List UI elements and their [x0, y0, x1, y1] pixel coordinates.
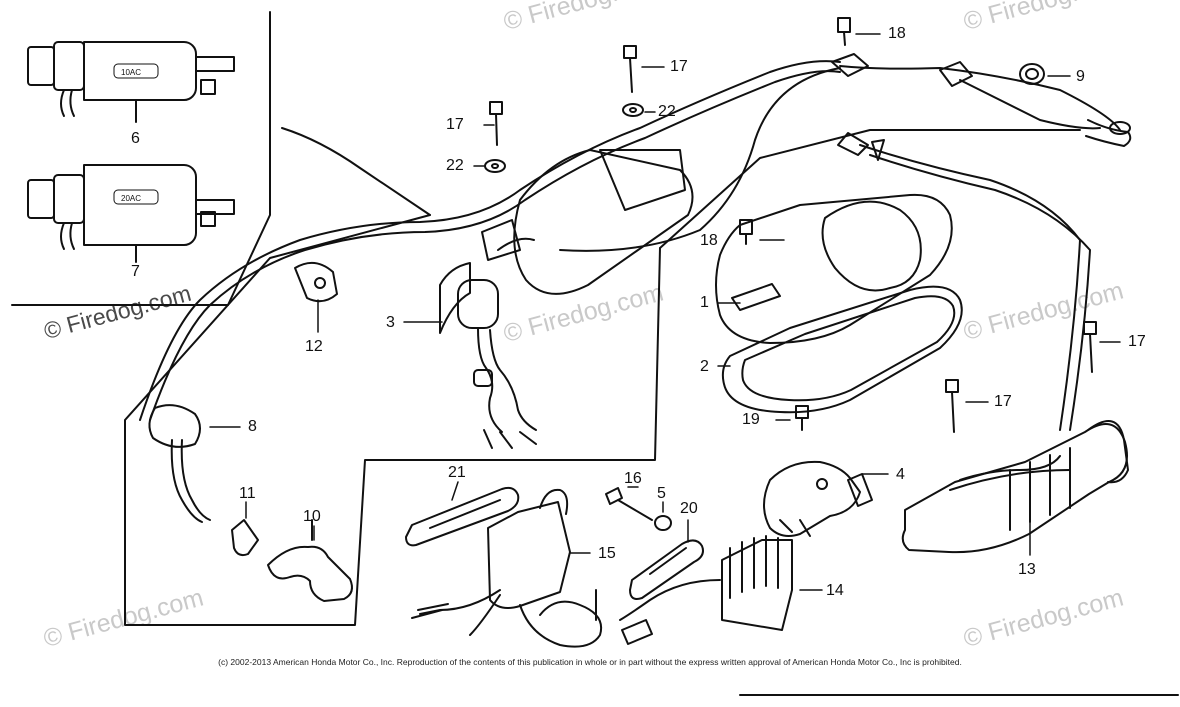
washer-22b: [484, 159, 506, 173]
callout-2: 2: [700, 358, 709, 375]
callout-6: 6: [131, 130, 140, 147]
callout-21: 21: [448, 464, 466, 481]
bolt-17b: [489, 101, 503, 146]
callout-16: 16: [624, 470, 642, 487]
callout-17d: 17: [994, 393, 1012, 410]
bolt-17a: [623, 45, 637, 93]
callout-17a: 17: [670, 58, 688, 75]
screw-19: [795, 405, 809, 431]
harness-clamp-12: [294, 261, 338, 303]
callout-22a: 22: [658, 103, 676, 120]
callout-4: 4: [896, 466, 905, 483]
callout-8: 8: [248, 418, 257, 435]
bolt-16: [605, 487, 653, 521]
screw-18a: [837, 17, 851, 46]
callout-7: 7: [131, 263, 140, 280]
grommet-8: [148, 404, 211, 523]
coil-7-stamp: 20AC: [121, 194, 141, 203]
callout-3: 3: [386, 314, 395, 331]
callout-9: 9: [1076, 68, 1085, 85]
inset-frame: [11, 11, 271, 306]
callout-17b: 17: [446, 116, 464, 133]
ignition-coil-7: [27, 164, 235, 263]
callout-5: 5: [657, 485, 666, 502]
callout-18a: 18: [888, 25, 906, 42]
callout-18b: 18: [700, 232, 718, 249]
callout-22b: 22: [446, 157, 464, 174]
callout-20: 20: [680, 500, 698, 517]
collar-5: [654, 515, 672, 531]
condenser-3: [439, 237, 537, 449]
frame-outline: [124, 127, 1179, 696]
callout-17c: 17: [1128, 333, 1146, 350]
contact-breaker-4: [763, 460, 873, 537]
harness-clamp-top: [831, 53, 869, 77]
grommet-9: [1019, 63, 1045, 85]
callout-13: 13: [1018, 561, 1036, 578]
exciter-coil-13: [901, 420, 1129, 554]
callout-1: 1: [700, 294, 709, 311]
callout-15: 15: [598, 545, 616, 562]
gasket-2: [721, 285, 963, 414]
ignition-coil-6: [27, 41, 235, 123]
callout-11: 11: [239, 485, 256, 502]
bolt-17d: [945, 379, 959, 433]
bolt-17c: [1083, 321, 1097, 373]
copyright-notice: (c) 2002-2013 American Honda Motor Co., …: [218, 657, 962, 667]
module-15: [411, 488, 602, 648]
main-wire-harness: [139, 60, 1132, 431]
washer-22a: [622, 103, 644, 117]
screw-18b: [739, 219, 753, 245]
plug-cap-11: [231, 519, 259, 557]
ground-terminal: [939, 61, 1131, 135]
bracket-21: [405, 486, 520, 547]
rectifier-14: [619, 535, 793, 645]
coil-6-stamp: 10AC: [121, 68, 141, 77]
bracket-20: [629, 539, 704, 600]
callout-19: 19: [742, 411, 760, 428]
breaker-cover-1: [715, 193, 953, 344]
ignition-coil-main: [481, 149, 694, 295]
leader-lines: [209, 33, 1121, 591]
callout-12: 12: [305, 338, 323, 355]
callout-14: 14: [826, 582, 844, 599]
spark-plug-cap-10: [267, 519, 353, 602]
callout-10: 10: [303, 508, 321, 525]
